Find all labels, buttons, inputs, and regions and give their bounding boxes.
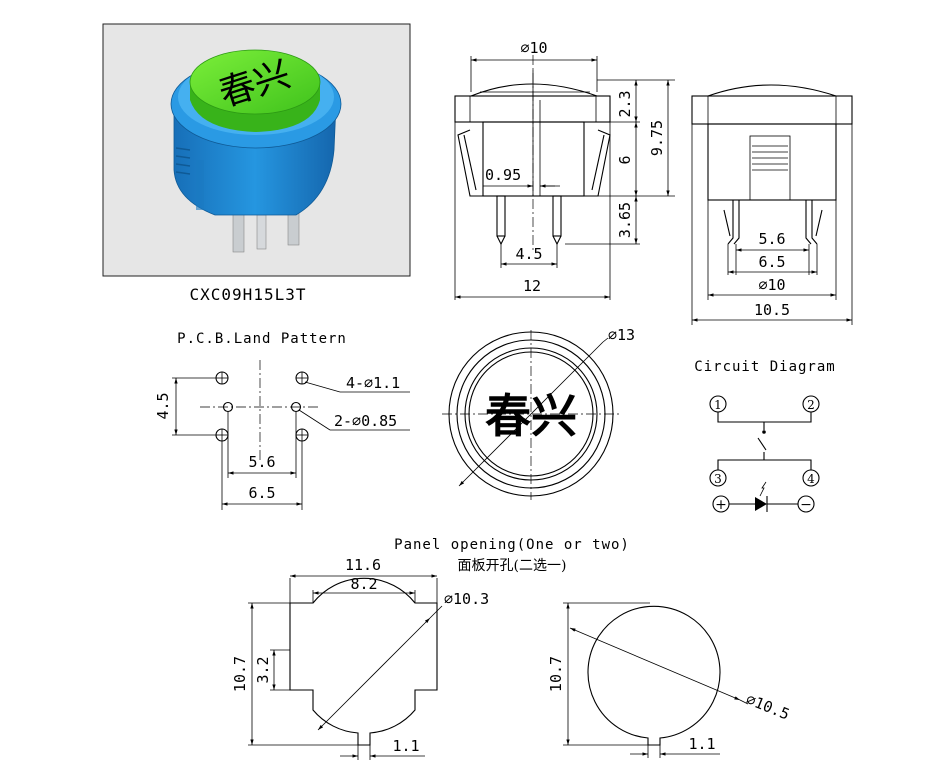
circuit-pin-3: 3 [714, 472, 722, 486]
panel-left-notch: 3.2 [254, 656, 272, 683]
side-dim-inner: 5.6 [758, 230, 785, 248]
dim-total-height: 9.75 [648, 120, 666, 156]
circuit-pin-1: 1 [714, 398, 722, 412]
circuit-plus: + [715, 497, 727, 513]
dim-overall-width: 12 [523, 277, 541, 295]
panel-left-diameter: ⌀10.3 [444, 590, 489, 608]
panel-left-w-inner: 8.2 [350, 575, 377, 593]
side-dim-outer: 6.5 [758, 253, 785, 271]
top-view: ⌀13 春兴 [442, 326, 635, 500]
front-view: ⌀10 0.95 4.5 12 2.3 6 3.65 9.75 [454, 39, 675, 300]
panel-title-en: Panel opening(One or two) [394, 537, 630, 553]
pcb-dim-inner: 5.6 [248, 453, 275, 471]
product-image: 春兴 [102, 23, 411, 277]
circuit-pin-4: 4 [807, 472, 815, 486]
dim-top-width: ⌀10 [520, 39, 547, 57]
dim-h1: 2.3 [616, 90, 634, 117]
pcb-land-pattern: P.C.B.Land Pattern 4.5 4-⌀1.1 2-⌀0.85 5.… [154, 331, 410, 510]
panel-left-key: 1.1 [392, 737, 419, 755]
dim-pin-spacing: 4.5 [515, 245, 542, 263]
dim-h2: 6 [616, 155, 634, 164]
circuit-diagram: Circuit Diagram 1 2 3 4 + − [694, 359, 835, 513]
part-number: CXC09H15L3T [190, 285, 307, 304]
led-symbol [755, 497, 767, 511]
pcb-hole-small: 2-⌀0.85 [334, 412, 397, 430]
side-view: 5.6 6.5 ⌀10 10.5 [691, 84, 853, 325]
dim-h3: 3.65 [616, 202, 634, 238]
panel-left-height: 10.7 [231, 656, 249, 692]
side-view-slots [752, 145, 788, 171]
side-dim-width: 10.5 [754, 301, 790, 319]
panel-opening: Panel opening(One or two) 面板开孔(二选一) 11.6… [231, 537, 792, 760]
pcb-dim-height: 4.5 [154, 392, 172, 419]
circuit-title: Circuit Diagram [694, 359, 835, 375]
panel-right-key: 1.1 [688, 735, 715, 753]
switch-contact [757, 437, 767, 451]
pcb-title: P.C.B.Land Pattern [177, 331, 347, 347]
panel-right-height: 10.7 [547, 656, 565, 692]
circuit-minus: − [800, 497, 812, 513]
circuit-pin-2: 2 [807, 398, 815, 412]
panel-right-diameter: ⌀10.5 [744, 690, 793, 724]
top-dim-diameter: ⌀13 [608, 326, 635, 344]
top-view-text: 春兴 [485, 389, 577, 443]
panel-left-w-outer: 11.6 [345, 556, 381, 574]
pcb-hole-large: 4-⌀1.1 [346, 374, 400, 392]
panel-title-cn: 面板开孔(二选一) [458, 558, 567, 574]
dim-pin-width: 0.95 [485, 166, 521, 184]
pcb-dim-outer: 6.5 [248, 484, 275, 502]
panel-opening-right [587, 605, 721, 746]
side-dim-diameter: ⌀10 [758, 276, 785, 294]
